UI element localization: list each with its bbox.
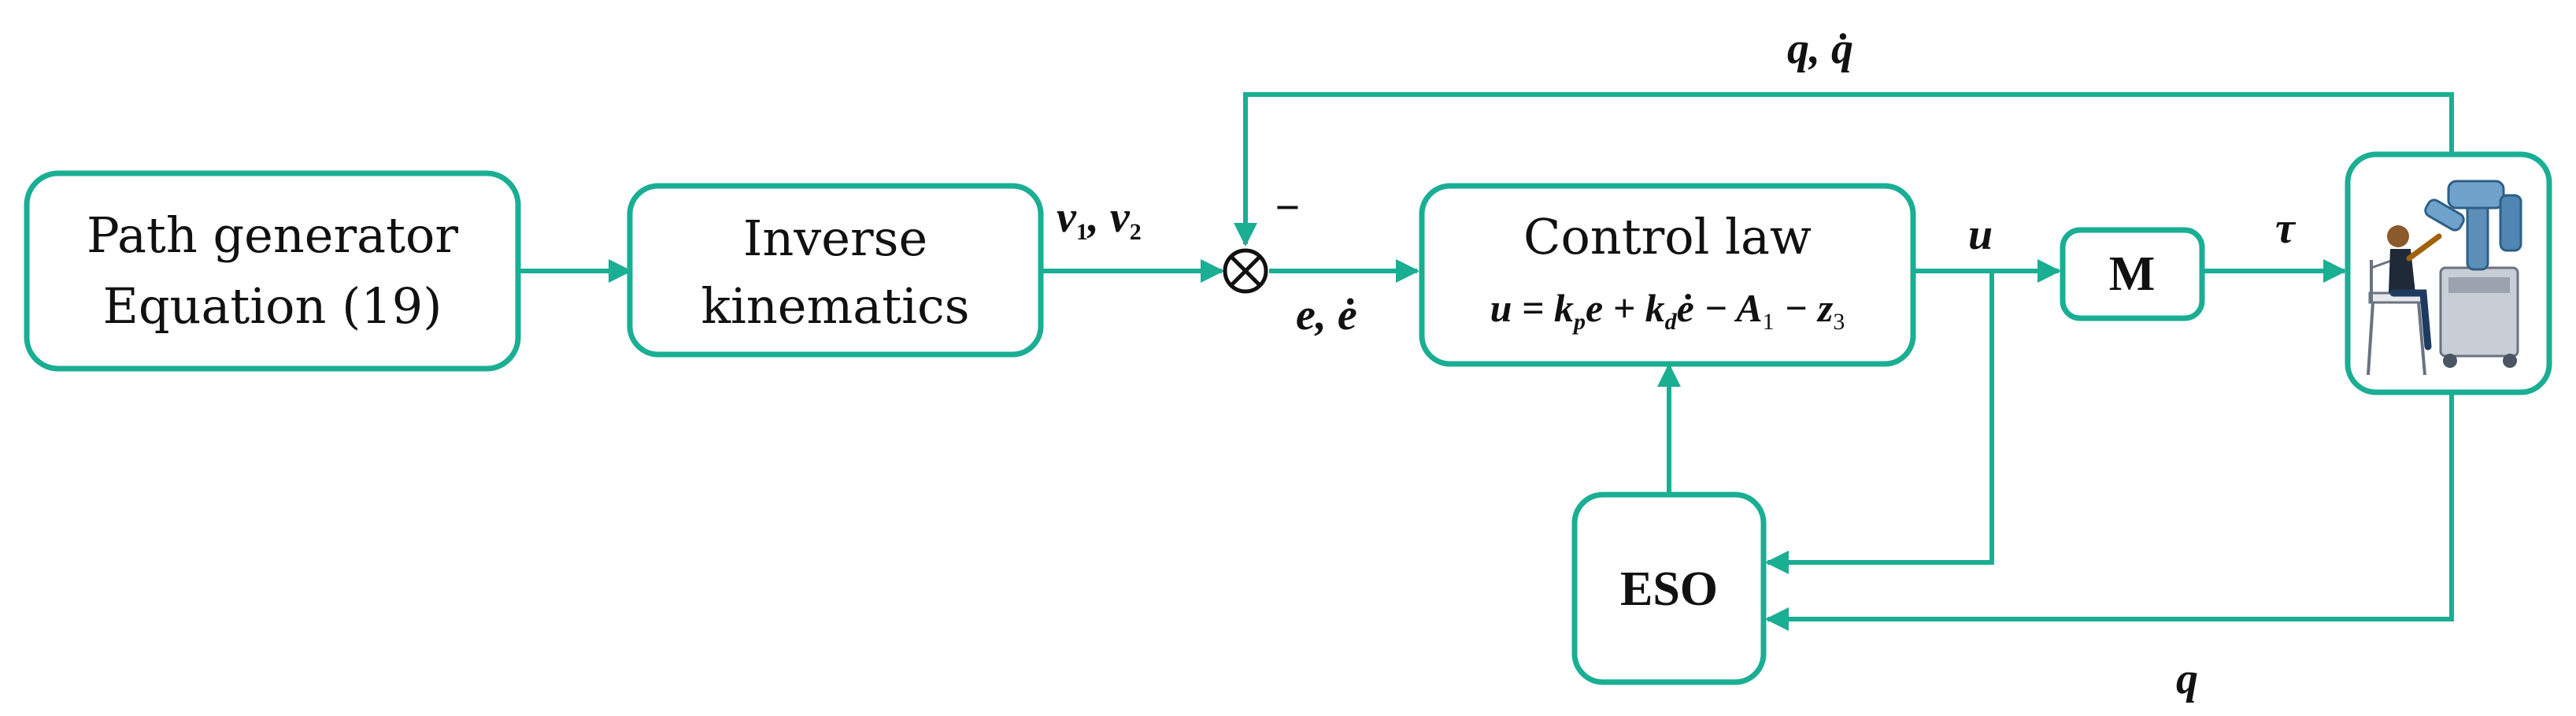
label-e-edot: e, ė — [1296, 291, 1357, 339]
arrow-u-to-eso — [1765, 271, 1994, 574]
label-tau: τ — [2275, 204, 2297, 253]
label-u: u — [1968, 210, 1993, 259]
plant-block — [2345, 151, 2552, 395]
m-block: M — [2060, 227, 2205, 321]
control-law-block: Control law u = kpe + kdė − A1 − z3 — [1419, 183, 1916, 367]
inverse-kinematics-line1: Inverse — [743, 210, 927, 267]
inverse-kinematics-block: Inverse kinematics — [627, 183, 1044, 358]
control-law-title: Control law — [1523, 208, 1812, 265]
label-q: q — [2176, 655, 2198, 703]
path-generator-block: Path generator Equation (19) — [24, 170, 521, 372]
path-generator-line1: Path generator — [87, 206, 458, 264]
path-generator-line2: Equation (19) — [103, 277, 442, 335]
robot-with-operator-icon — [2367, 180, 2522, 376]
label-minus: − — [1274, 184, 1301, 232]
label-v1-v2: v1, v2 — [1057, 193, 1142, 245]
inverse-kinematics-line2: kinematics — [701, 277, 969, 335]
m-block-label: M — [2109, 247, 2156, 301]
label-q-qdot: q, q̇ — [1787, 24, 1853, 73]
eso-block: ESO — [1571, 492, 1767, 685]
summing-junction — [1223, 248, 1268, 294]
control-law-formula: u = kpe + kdė − A1 − z3 — [1490, 286, 1845, 335]
feedback-q-qdot-to-sum — [1234, 92, 2454, 247]
eso-block-label: ESO — [1620, 562, 1718, 616]
feedback-q-to-eso — [1765, 392, 2454, 631]
